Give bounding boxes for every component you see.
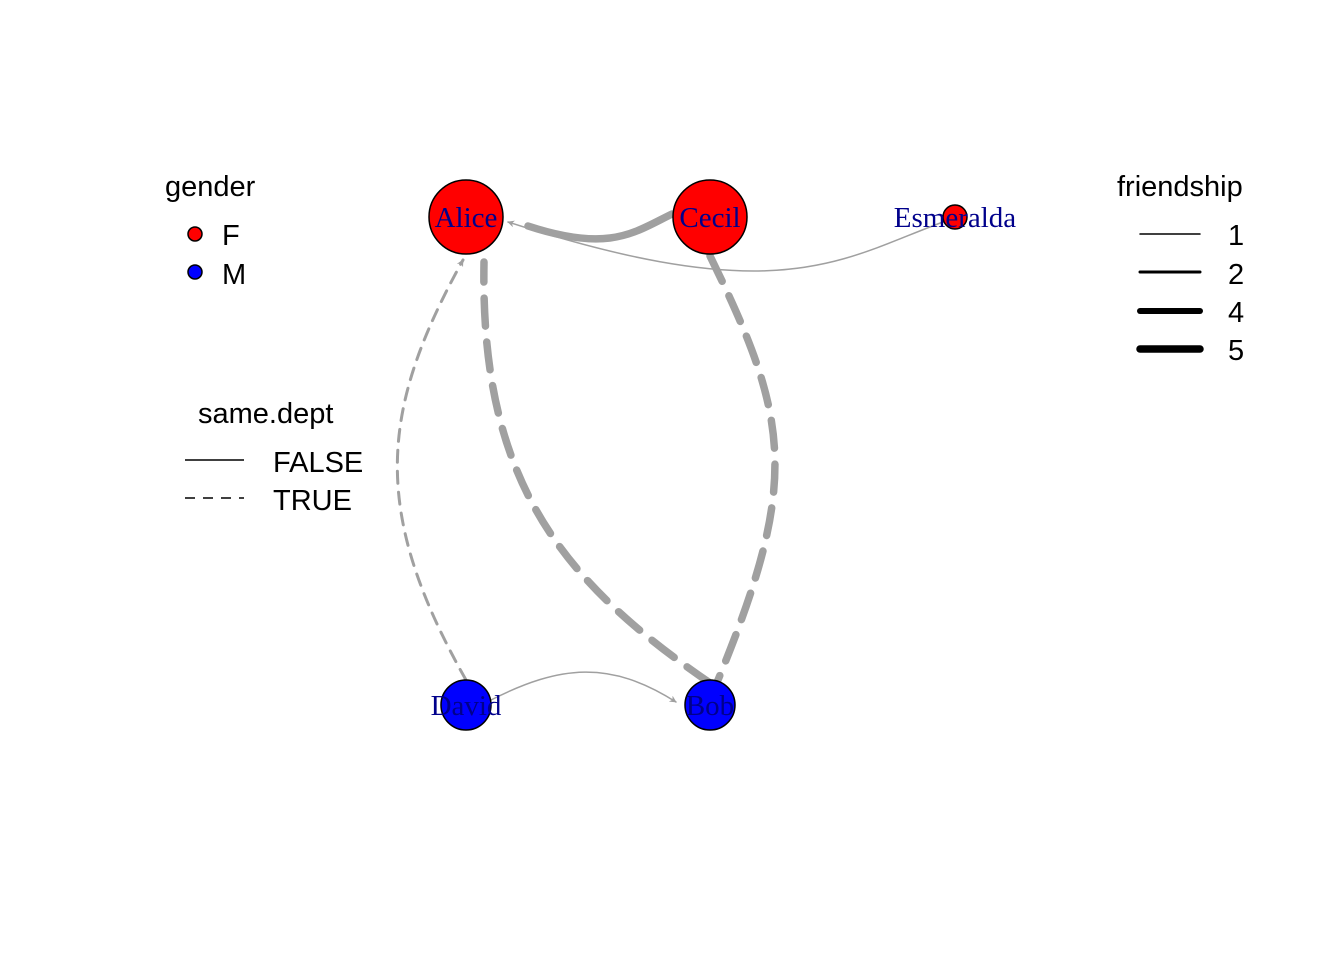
edge-cecil-alice <box>524 210 676 243</box>
same-dept-legend: same.dept FALSE TRUE <box>185 398 363 517</box>
gender-legend: gender F M <box>165 171 256 291</box>
legend-swatch-female <box>187 226 203 242</box>
node-label-esmeralda: Esmeralda <box>894 202 1017 234</box>
node-cecil <box>672 179 748 255</box>
friendship-legend: friendship 1 2 4 5 <box>1117 171 1244 367</box>
edge-david-alice <box>395 258 468 682</box>
node-david <box>440 679 492 731</box>
edges-layer <box>395 210 944 703</box>
node-esmeralda <box>942 204 968 230</box>
legend-label-width-1: 1 <box>1228 220 1244 252</box>
same-dept-legend-title: same.dept <box>198 398 333 430</box>
legend-label-width-5: 5 <box>1228 335 1244 367</box>
node-label-david: David <box>431 690 502 722</box>
legend-label-true: TRUE <box>273 485 352 517</box>
node-label-alice: Alice <box>435 202 498 234</box>
node-bob <box>684 679 736 731</box>
legend-label-male: M <box>222 259 246 291</box>
friendship-legend-title: friendship <box>1117 171 1243 203</box>
edge-esmeralda-alice <box>507 220 944 272</box>
edge-bob-alice <box>480 258 714 687</box>
legend-label-width-2: 2 <box>1228 259 1244 291</box>
edge-cecil-bob <box>706 252 779 684</box>
legend-swatch-male <box>187 264 203 280</box>
node-alice <box>428 179 504 255</box>
legend-label-false: FALSE <box>273 447 363 479</box>
node-label-cecil: Cecil <box>679 202 740 234</box>
edge-david-bob <box>490 671 677 703</box>
gender-legend-title: gender <box>165 171 256 203</box>
legend-label-female: F <box>222 220 240 252</box>
legend-label-width-4: 4 <box>1228 297 1244 329</box>
node-label-bob: Bob <box>686 690 734 722</box>
